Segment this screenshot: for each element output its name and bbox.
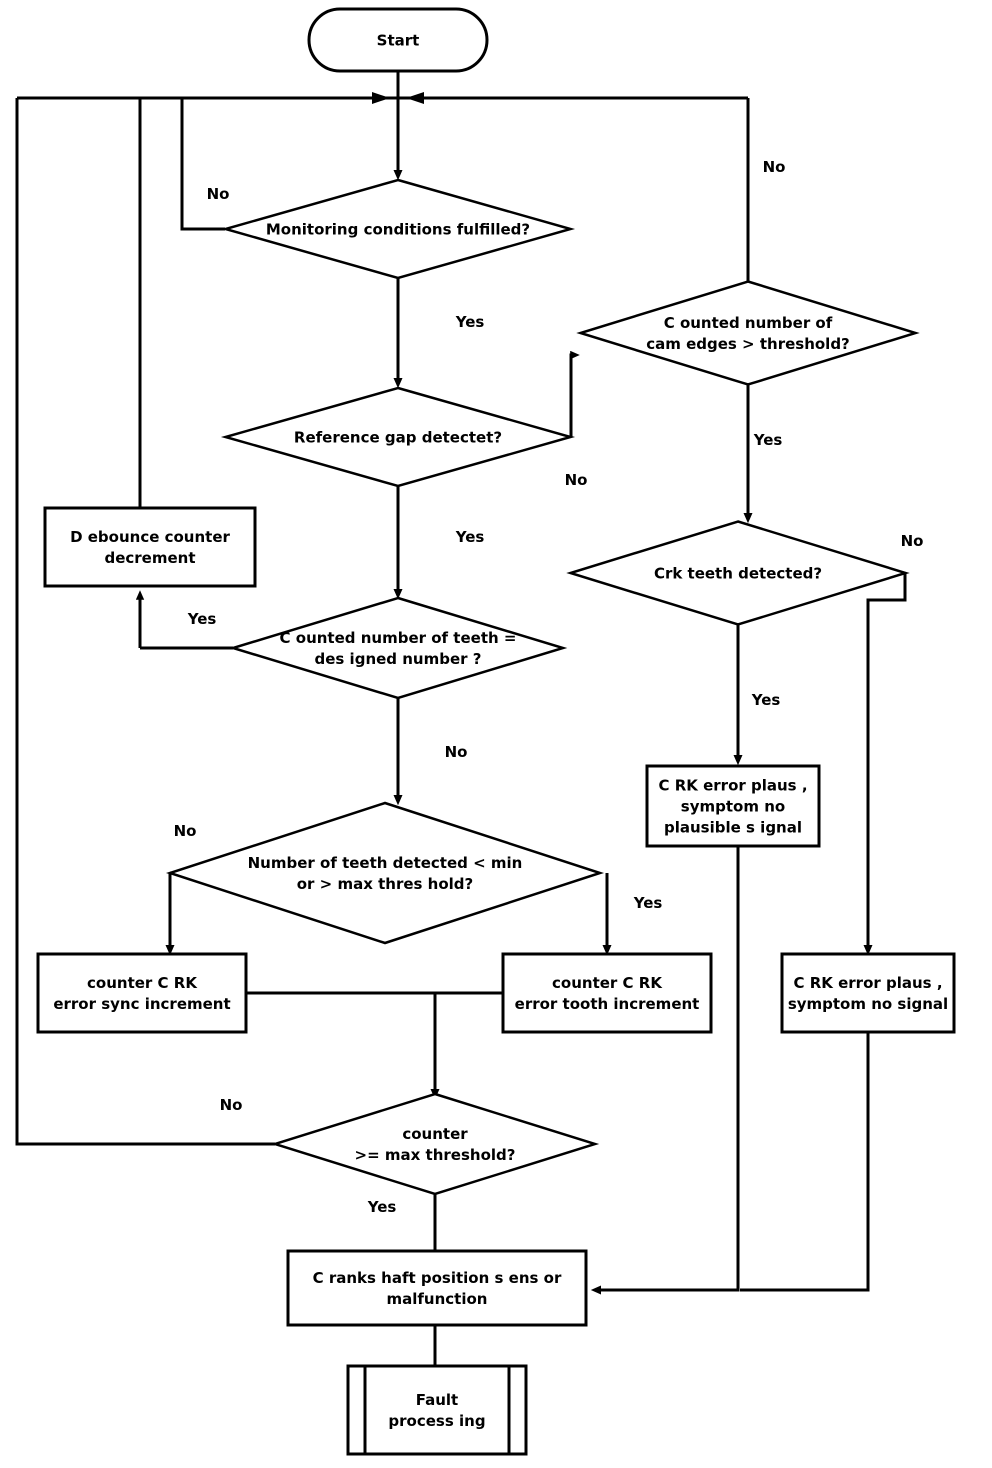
- edge-layer: [15, 71, 907, 1381]
- edge-label-teeththresh-no: No: [174, 822, 197, 840]
- process-crknosignal: [780, 952, 956, 1034]
- node-label-countertooth-line1: counter C RK: [552, 974, 663, 992]
- process-countersync: [36, 952, 248, 1034]
- decision-crkteeth: [566, 520, 910, 626]
- edge-label-teethcount-yes: Yes: [187, 610, 217, 628]
- edge-refgap-no: [569, 350, 580, 437]
- node-label-countermax-line1: counter: [402, 1125, 468, 1143]
- node-label-teethcount-line2: des igned number ?: [315, 650, 482, 668]
- node-label-crkplaus-line3: plausible s ignal: [664, 819, 802, 837]
- decision-camedges: [576, 280, 920, 386]
- node-label-crknosignal-line1: C RK error plaus ,: [793, 974, 942, 992]
- edge-monitoring-no: [180, 98, 225, 231]
- decision-teeththresh: [165, 801, 605, 945]
- predefined-box-fault: [346, 1364, 528, 1456]
- node-label-monitoring-line1: Monitoring conditions fulfilled?: [266, 221, 530, 239]
- node-label-crkteeth-line1: Crk teeth detected?: [654, 565, 822, 583]
- node-label-refgap-line1: Reference gap detectet?: [294, 429, 502, 447]
- edge-label-teethcount-no: No: [445, 743, 468, 761]
- edge-label-teeththresh-yes: Yes: [633, 894, 663, 912]
- shape-layer: [36, 7, 956, 1456]
- node-label-countermax-line2: >= max threshold?: [355, 1146, 516, 1164]
- node-label-malfunction-line2: malfunction: [387, 1290, 488, 1308]
- node-label-fault-line1: Fault: [416, 1391, 458, 1409]
- edge-label-countermax-no: No: [220, 1096, 243, 1114]
- edge-label-crkteeth-no: No: [901, 532, 924, 550]
- decision-monitoring: [220, 178, 576, 280]
- node-label-debounce-line2: decrement: [104, 549, 195, 567]
- node-label-countersync-line2: error sync increment: [53, 995, 230, 1013]
- edge-label-monitoring-yes: Yes: [455, 313, 485, 331]
- decision-teethcount: [228, 596, 568, 700]
- node-label-countertooth-line2: error tooth increment: [515, 995, 700, 1013]
- edge-crkplaus-to-malfunction: [590, 846, 740, 1295]
- node-label-fault-line2: process ing: [388, 1412, 485, 1430]
- process-debounce: [43, 506, 257, 588]
- process-countertooth: [501, 952, 713, 1034]
- edge-bus-arrow-right: [406, 92, 424, 104]
- node-label-malfunction-line1: C ranks haft position s ens or: [313, 1269, 562, 1287]
- node-label-crkplaus-line2: symptom no: [681, 798, 785, 816]
- node-label-start-line1: Start: [377, 32, 420, 50]
- edge-label-refgap-no: No: [565, 471, 588, 489]
- edge-label-camedges-yes: Yes: [753, 431, 783, 449]
- node-label-countersync-line1: counter C RK: [87, 974, 198, 992]
- node-label-crknosignal-line2: symptom no signal: [788, 995, 948, 1013]
- edge-label-monitoring-no: No: [207, 185, 230, 203]
- node-label-teeththresh-line1: Number of teeth detected < min: [248, 854, 523, 872]
- edge-crknosignal-to-malfunction: [740, 1032, 870, 1292]
- node-label-debounce-line1: D ebounce counter: [70, 528, 230, 546]
- edge-bus-arrow-left: [372, 92, 390, 104]
- process-crkplaus: [645, 764, 821, 848]
- node-label-teeththresh-line2: or > max thres hold?: [297, 875, 474, 893]
- terminator-start: [307, 7, 489, 73]
- edge-label-crkteeth-yes: Yes: [751, 691, 781, 709]
- predefined-fault: [346, 1364, 528, 1456]
- edge-crkteeth-no: [863, 573, 907, 956]
- edge-countermax-no-rail: [15, 98, 275, 1146]
- node-label-camedges-line2: cam edges > threshold?: [646, 335, 850, 353]
- node-label-camedges-line1: C ounted number of: [664, 314, 833, 332]
- node-label-teethcount-line1: C ounted number of teeth =: [280, 629, 517, 647]
- decision-refgap: [220, 386, 576, 488]
- edge-label-refgap-yes: Yes: [455, 528, 485, 546]
- edge-label-camedges-no: No: [763, 158, 786, 176]
- node-label-crkplaus-line1: C RK error plaus ,: [658, 777, 807, 795]
- edge-label-countermax-yes: Yes: [367, 1198, 397, 1216]
- process-malfunction: [286, 1249, 588, 1327]
- decision-countermax: [270, 1092, 600, 1196]
